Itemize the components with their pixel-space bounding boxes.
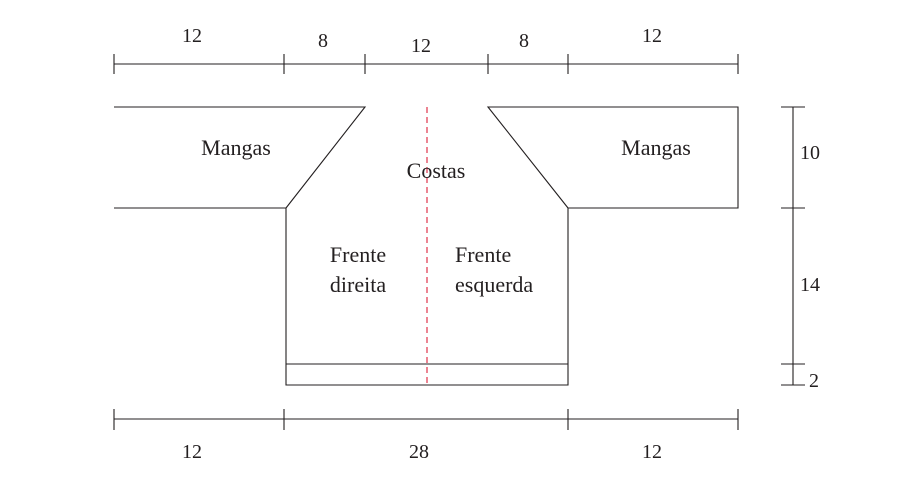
label-front-left-line2: esquerda xyxy=(455,272,533,297)
right-dim-body: 14 xyxy=(800,274,820,296)
label-front-left-line1: Frente xyxy=(455,242,511,267)
bottom-dimension-line xyxy=(113,409,739,430)
top-dim-raglan-left: 8 xyxy=(318,30,328,52)
top-dim-sleeve-left: 12 xyxy=(182,25,202,47)
right-dim-yoke: 10 xyxy=(800,142,820,164)
label-back: Costas xyxy=(407,158,466,183)
bottom-dim-sleeve-left: 12 xyxy=(182,441,202,463)
label-front-right-line1: Frente xyxy=(330,242,386,267)
bottom-dim-sleeve-right: 12 xyxy=(642,441,662,463)
top-dim-raglan-right: 8 xyxy=(519,30,529,52)
garment-outline xyxy=(114,106,739,386)
bottom-dim-body: 28 xyxy=(409,441,429,463)
right-dim-ribbing: 2 xyxy=(809,370,819,392)
top-dim-neck: 12 xyxy=(411,35,431,57)
label-sleeve-left: Mangas xyxy=(201,135,271,160)
right-dimension-line xyxy=(781,106,805,386)
label-front-right-line2: direita xyxy=(330,272,386,297)
label-sleeve-right: Mangas xyxy=(621,135,691,160)
top-dim-sleeve-right: 12 xyxy=(642,25,662,47)
top-dimension-line xyxy=(113,54,739,74)
